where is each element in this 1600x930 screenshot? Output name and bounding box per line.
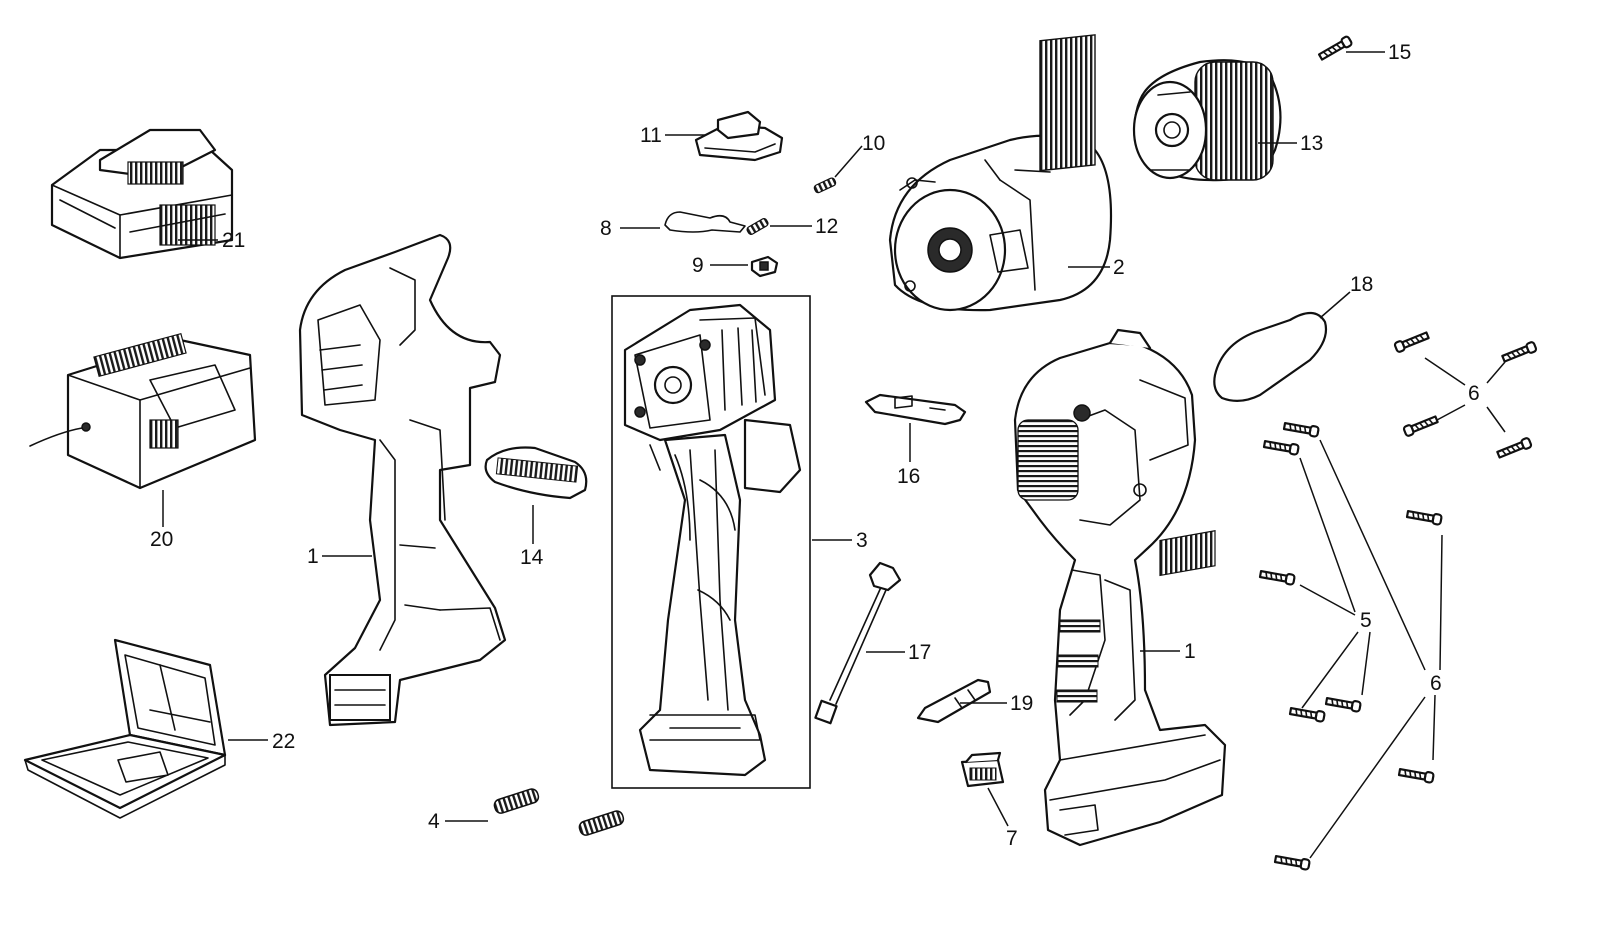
- callout-11: 11: [640, 124, 662, 147]
- chuck-part-13: [1132, 59, 1282, 182]
- screw-part-15: [1316, 34, 1354, 63]
- callout-8: 8: [600, 217, 612, 240]
- callout-19: 19: [1010, 692, 1033, 715]
- callout-16: 16: [897, 465, 920, 488]
- callout-1-left: 1: [307, 545, 319, 568]
- wire-clip-part-8: [664, 211, 746, 233]
- callout-15: 15: [1388, 41, 1411, 64]
- spring-part-12: [746, 218, 769, 235]
- callout-4: 4: [428, 810, 440, 833]
- callout-6-upper: 6: [1468, 382, 1480, 405]
- badge-plate-part-14: [484, 446, 588, 500]
- internal-assembly-part-3: [611, 295, 811, 789]
- housing-half-right-part-1: [1013, 328, 1227, 847]
- housing-half-left-part-1: [298, 233, 507, 727]
- callout-2: 2: [1113, 256, 1125, 279]
- callout-7: 7: [1006, 827, 1018, 850]
- callout-21: 21: [222, 229, 245, 252]
- callout-labels: 21 20 22 1 14 4 3 11 10 8 12 9 2 13 15 1…: [150, 41, 1480, 850]
- callout-1-right: 1: [1184, 640, 1196, 663]
- charger-part-20: [29, 332, 257, 490]
- callout-18: 18: [1350, 273, 1373, 296]
- rubber-boot-part-18: [1213, 311, 1328, 402]
- clip-part-7: [960, 751, 1005, 788]
- callout-6-lower: 6: [1430, 672, 1442, 695]
- screws-part-6-lower: [1273, 508, 1443, 872]
- spring-part-10: [813, 177, 837, 194]
- carrying-case-part-22: [23, 638, 227, 819]
- springs-part-4: [493, 788, 625, 836]
- small-connector-part-9: [750, 255, 779, 278]
- battery-pack-part-21: [50, 128, 234, 260]
- callout-13: 13: [1300, 132, 1323, 155]
- callout-22: 22: [272, 730, 295, 753]
- callout-9: 9: [692, 254, 704, 277]
- callout-5: 5: [1360, 609, 1372, 632]
- wire-harness-part-17: [814, 561, 902, 725]
- callout-12: 12: [815, 215, 838, 238]
- callout-14: 14: [520, 546, 544, 569]
- callout-3: 3: [856, 529, 868, 552]
- callout-17: 17: [908, 641, 931, 664]
- screws-part-5: [1258, 420, 1362, 724]
- callout-20: 20: [150, 528, 173, 551]
- callout-10: 10: [862, 132, 885, 155]
- leader-lines: [162, 51, 1506, 859]
- slider-part-16: [864, 393, 967, 426]
- switch-cover-part-11: [694, 110, 784, 162]
- driver-bit-part-19: [916, 678, 992, 724]
- gearbox-part-2: [888, 34, 1113, 312]
- screws-part-6-upper: [1393, 329, 1538, 461]
